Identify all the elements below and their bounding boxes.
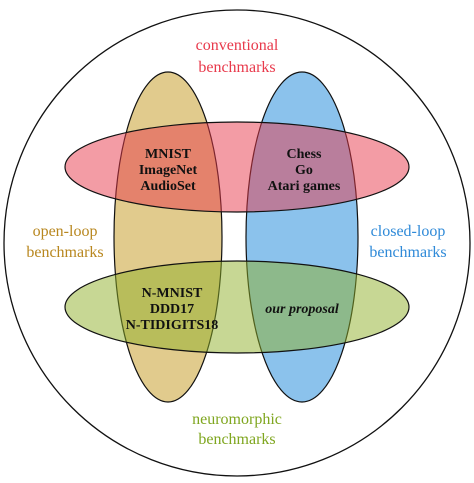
- neuromorphic-label-2: benchmarks: [198, 431, 275, 448]
- outer-circle: [3, 9, 471, 477]
- closed-loop-label-1: closed-loop: [371, 223, 446, 240]
- conventional-label-2: benchmarks: [198, 59, 275, 76]
- open-loop-label-1: open-loop: [33, 223, 98, 240]
- cell-chess: Chess: [286, 147, 322, 162]
- closed-loop-label-2: benchmarks: [369, 244, 446, 261]
- conventional-label-1: conventional: [196, 37, 279, 54]
- conventional-ellipse: [64, 121, 410, 213]
- cell-mnist: MNIST: [145, 147, 192, 162]
- open-loop-label-2: benchmarks: [26, 244, 103, 261]
- cell-our-proposal: our proposal: [265, 302, 339, 317]
- neuromorphic-label-1: neuromorphic: [192, 411, 282, 428]
- cell-ddd17: DDD17: [150, 302, 194, 317]
- cell-atari-games: Atari games: [268, 179, 341, 194]
- cell-go: Go: [295, 163, 313, 178]
- neuromorphic-ellipse: [64, 260, 410, 354]
- cell-n-mnist: N-MNIST: [142, 286, 203, 301]
- cell-n-tidigits18: N-TIDIGITS18: [126, 318, 219, 333]
- cell-audioset: AudioSet: [140, 179, 196, 194]
- cell-imagenet: ImageNet: [139, 163, 198, 178]
